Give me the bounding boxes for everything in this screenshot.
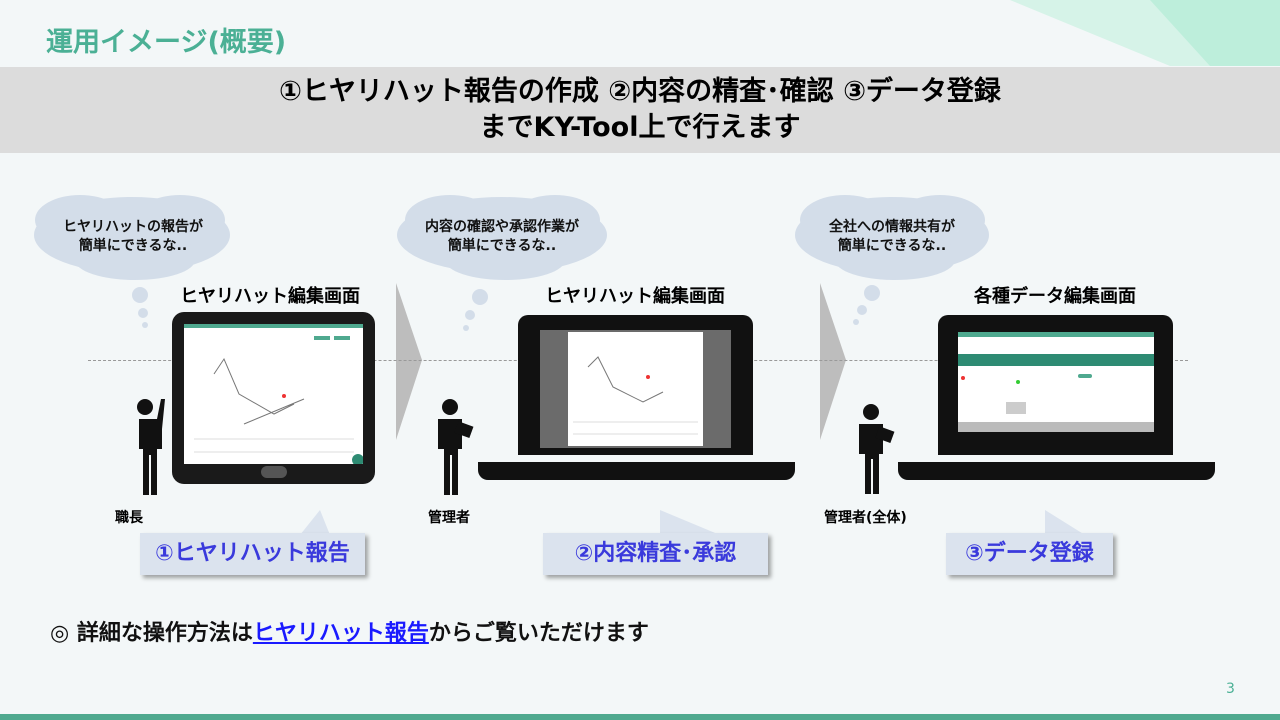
thought-line: 簡単にできるな..	[447, 238, 557, 254]
person-icon	[133, 399, 165, 495]
screen-label-2: ヒヤリハット編集画面	[545, 286, 725, 307]
callout-step-1: ①ヒヤリハット報告	[140, 533, 365, 575]
thought-clouds	[34, 195, 989, 331]
thought-line: 簡単にできるな..	[837, 238, 947, 254]
thought-text-2: 内容の確認や承認作業が簡単にできるな..	[402, 218, 602, 256]
headline-band: ①ヒヤリハット報告の作成 ②内容の精査･確認 ③データ登録 までKY-Tool上…	[0, 67, 1280, 153]
callout-step-3: ③データ登録	[946, 533, 1113, 575]
thought-line: ヒヤリハットの報告が	[63, 219, 203, 235]
thought-cloud-icon	[795, 195, 989, 325]
thought-cloud-icon	[34, 195, 230, 328]
person-icon	[859, 404, 895, 494]
laptop-device-1	[518, 315, 753, 455]
screen-label-3: 各種データ編集画面	[974, 286, 1136, 307]
arrow-right-icon	[820, 283, 846, 440]
callout-pointers	[300, 510, 1085, 535]
tablet-screen	[184, 324, 363, 464]
role-label-3: 管理者(全体)	[824, 510, 907, 526]
report-link[interactable]: ヒヤリハット報告	[252, 621, 429, 646]
laptop-device-2	[938, 315, 1173, 455]
report-form-preview	[184, 324, 363, 464]
headline-line2: までKY-Tool上で行えます	[479, 112, 801, 143]
footer-note: ◎ 詳細な操作方法はヒヤリハット報告からご覧いただけます	[50, 615, 649, 647]
thought-line: 全社への情報共有が	[829, 219, 955, 235]
page-number: 3	[1226, 681, 1235, 697]
thought-text-3: 全社への情報共有が簡単にできるな..	[792, 218, 992, 256]
tablet-device	[172, 312, 375, 484]
thought-cloud-icon	[397, 195, 607, 331]
laptop-base	[478, 462, 795, 480]
callout-step-2: ②内容精査･承認	[543, 533, 768, 575]
footer-suffix: からご覧いただけます	[428, 621, 649, 646]
screen-label-1: ヒヤリハット編集画面	[180, 286, 360, 307]
footer-prefix: ◎ 詳細な操作方法は	[50, 621, 253, 646]
home-button	[261, 466, 287, 478]
report-form-preview	[568, 332, 703, 446]
role-label-1: 職長	[115, 510, 143, 526]
arrow-right-icon	[396, 283, 422, 440]
person-icon	[438, 399, 474, 495]
thought-line: 内容の確認や承認作業が	[425, 219, 579, 235]
laptop-screen-1	[540, 330, 731, 448]
bottom-bar	[0, 714, 1280, 720]
thought-text-1: ヒヤリハットの報告が簡単にできるな..	[33, 218, 233, 256]
headline-line1: ①ヒヤリハット報告の作成 ②内容の精査･確認 ③データ登録	[279, 76, 1001, 107]
role-label-2: 管理者	[428, 510, 470, 526]
laptop-base	[898, 462, 1215, 480]
thought-line: 簡単にできるな..	[78, 238, 188, 254]
data-table-preview	[958, 332, 1154, 432]
slide-title: 運用イメージ(概要)	[46, 27, 287, 58]
